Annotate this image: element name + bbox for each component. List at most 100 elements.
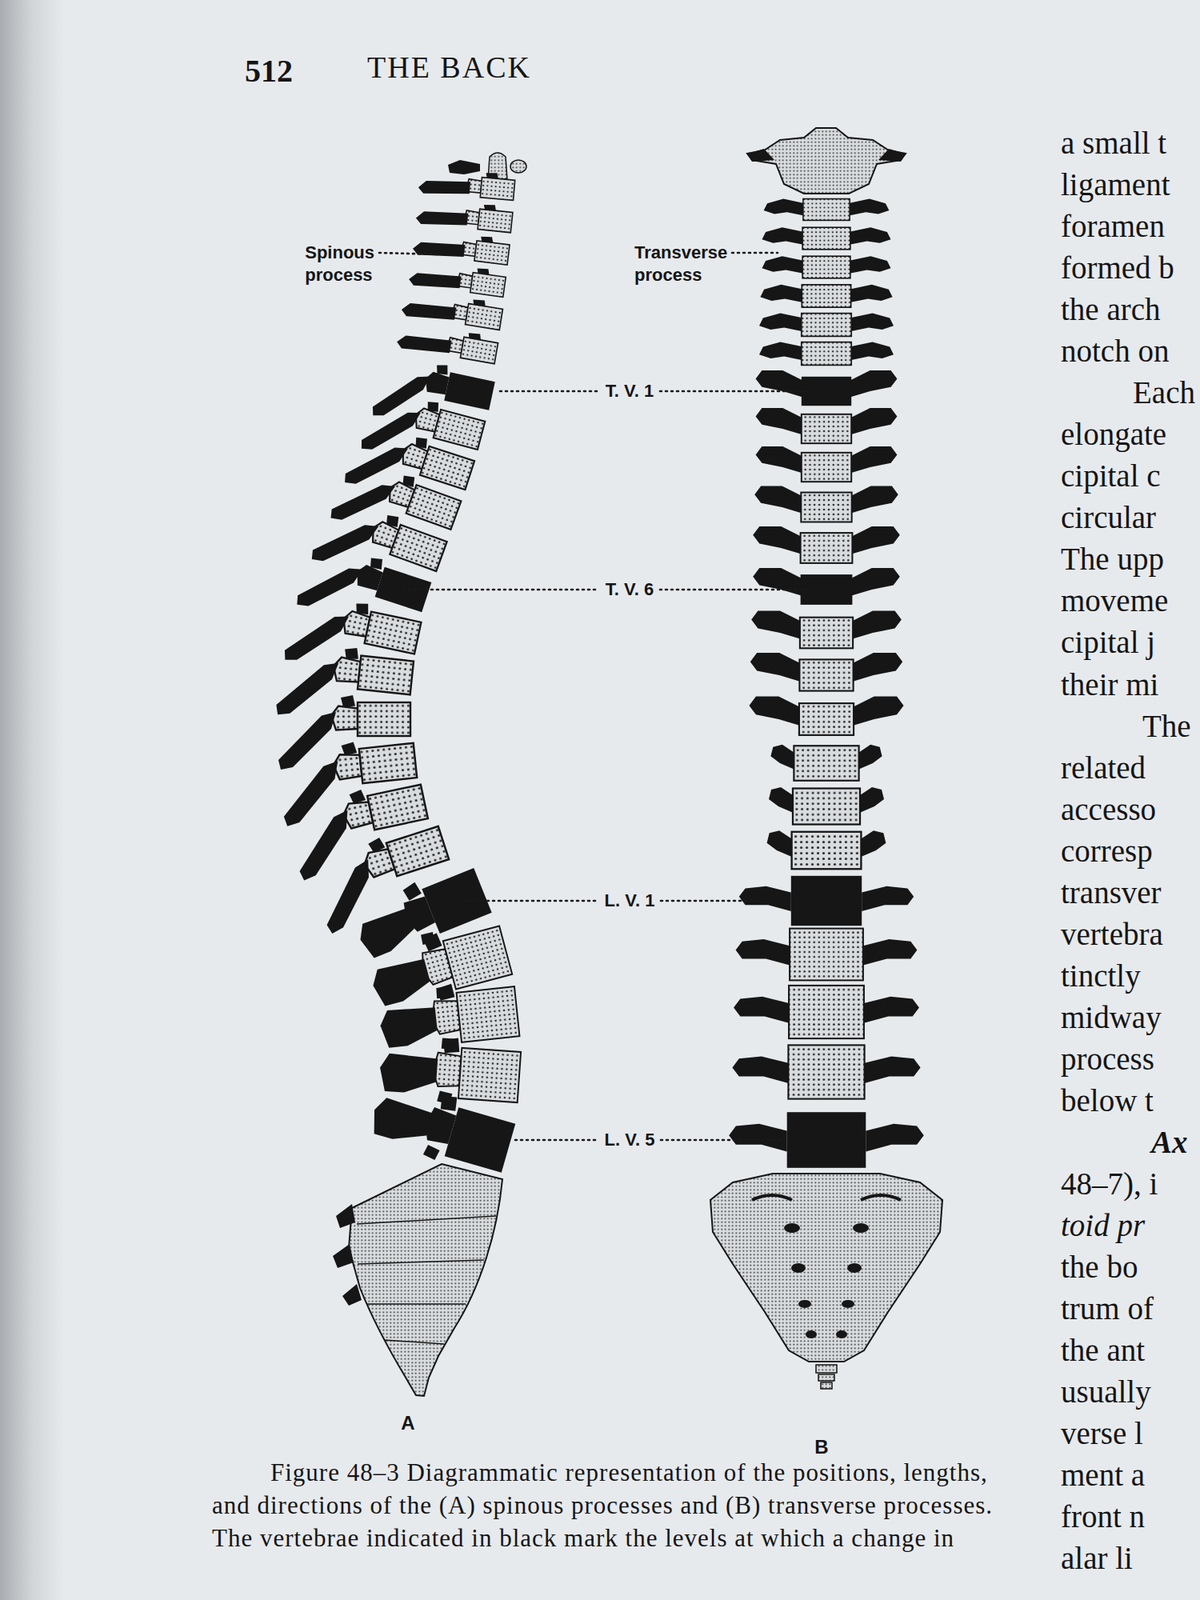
vertebra (748, 696, 904, 736)
body-text-fragment: trum of (1060, 1288, 1154, 1330)
vertebra (762, 256, 892, 279)
vertebra (412, 228, 511, 267)
vertebra (754, 486, 899, 523)
vertebra (736, 928, 918, 981)
dotted-leaders (379, 252, 807, 1140)
body-text-fragment: the arch (1060, 288, 1161, 331)
body-text-fragment: 48–7), i (1060, 1163, 1158, 1205)
callout-label: Transverse process (634, 241, 728, 287)
body-text-fragment: verse l (1060, 1412, 1144, 1455)
frontal-spine (710, 128, 943, 1389)
vertebra (408, 258, 507, 299)
vertebra (415, 196, 513, 234)
atlas (747, 128, 906, 194)
sacral-foramina (784, 1223, 869, 1339)
level-line (660, 390, 807, 393)
vertebra (756, 408, 898, 444)
body-text-fragment: moveme (1060, 580, 1168, 622)
sacral-facet (752, 1195, 901, 1200)
body-text-fragment: The (1142, 705, 1192, 748)
vertebra (348, 860, 494, 968)
body-text-fragment: foramen (1060, 205, 1165, 248)
vertebra (759, 313, 894, 337)
body-text-fragment: related (1060, 747, 1146, 789)
body-text-fragment: transver (1060, 872, 1162, 914)
level-label: L. V. 5 (604, 1129, 656, 1151)
vertebra (752, 526, 900, 564)
body-text-fragment: tinctly (1060, 955, 1141, 997)
body-text-fragment: Ax (1151, 1121, 1188, 1164)
body-text-fragment: formed b (1060, 247, 1175, 289)
atlas-arch (448, 160, 480, 175)
body-text-fragment: accesso (1060, 788, 1156, 831)
vertebra (767, 830, 887, 869)
vertebra (768, 787, 884, 825)
body-text-fragment: front n (1060, 1496, 1145, 1538)
vertebra (756, 446, 898, 482)
level-line (660, 1139, 781, 1142)
body-text-fragment: cipital c (1060, 455, 1161, 497)
body-text-fragment: ligament (1060, 164, 1170, 206)
body-text-fragment: vertebra (1060, 913, 1164, 956)
body-text-fragment: below t (1060, 1080, 1154, 1122)
level-label: T. V. 1 (605, 380, 654, 402)
body-text-fragment: cipital j (1060, 621, 1156, 664)
body-text-fragment: The upp (1060, 538, 1164, 580)
body-text-fragment: alar li (1060, 1537, 1133, 1580)
body-text-fragment: notch on (1060, 330, 1169, 372)
level-line (459, 900, 599, 903)
vertebra (764, 199, 890, 221)
vertebra (762, 227, 892, 250)
vertebra (751, 610, 902, 648)
leader-line (732, 252, 778, 255)
figure-letter: A (400, 1412, 415, 1435)
running-head: THE BACK (367, 49, 532, 85)
vertebra (752, 568, 900, 605)
vertebra (750, 652, 903, 692)
level-line (660, 588, 807, 592)
coccyx (816, 1364, 837, 1389)
body-text-fragment: a small t (1060, 122, 1167, 164)
figure-caption: Figure 48–3 Diagrammatic representation … (212, 1456, 1005, 1555)
vertebra (770, 744, 882, 781)
vertebra (371, 352, 497, 440)
vertebra (732, 1044, 920, 1099)
body-text-fragment: Each (1132, 372, 1196, 414)
level-label: L. V. 1 (604, 890, 656, 912)
level-line (515, 1139, 599, 1142)
body-text-fragment: process (1060, 1038, 1155, 1080)
sacrum (348, 1164, 503, 1396)
level-label: T. V. 6 (605, 579, 654, 600)
body-text-fragment: elongate (1060, 413, 1167, 456)
sacrum (710, 1173, 943, 1362)
figure-letter: B (814, 1436, 828, 1459)
page-binding (0, 0, 64, 1600)
body-text-fragment: the bo (1060, 1246, 1138, 1288)
lateral-spine (275, 152, 527, 1396)
body-text-fragment: corresp (1060, 830, 1153, 872)
page-number: 512 (244, 52, 293, 90)
vertebra (756, 370, 898, 406)
sacral-crest (332, 1204, 362, 1306)
vertebra (739, 876, 914, 926)
body-text-fragment: toid pr (1060, 1204, 1145, 1247)
vertebra (760, 284, 892, 308)
body-text-fragment: their mi (1060, 664, 1159, 706)
body-text-fragment: ment a (1060, 1454, 1145, 1496)
leader-line (379, 252, 440, 255)
level-line (500, 390, 600, 393)
callout-label: Spinous process (304, 241, 375, 287)
body-text-fragment: the ant (1060, 1329, 1145, 1372)
vertebra (733, 985, 920, 1039)
sacral-segments (356, 1216, 496, 1344)
level-line (403, 588, 600, 592)
body-text-fragment: midway (1060, 996, 1162, 1039)
body-text-fragment: usually (1060, 1371, 1152, 1413)
level-line (660, 900, 760, 903)
atlas-process (747, 148, 906, 162)
atlas-arch (510, 160, 527, 173)
body-text-fragment: circular (1060, 496, 1156, 539)
vertebra (759, 342, 894, 366)
